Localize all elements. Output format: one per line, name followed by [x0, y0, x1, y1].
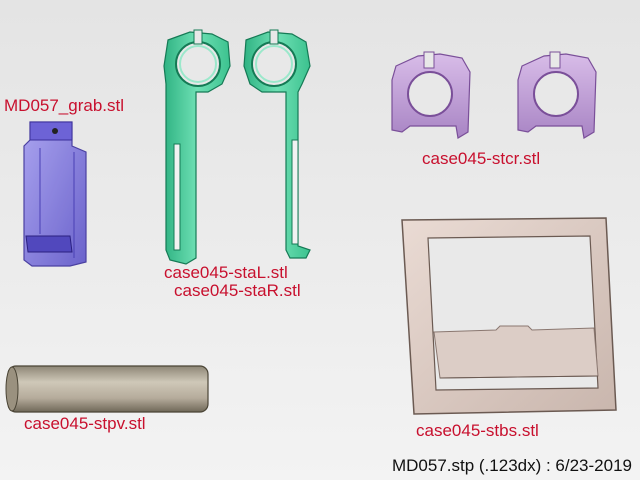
- label-stpv: case045-stpv.stl: [24, 414, 146, 433]
- label-staR: case045-staR.stl: [174, 281, 301, 300]
- staR-part: [243, 29, 311, 259]
- stpv-part: [5, 365, 209, 413]
- stcr-part-left: [391, 51, 471, 139]
- file-info-footer: MD057.stp (.123dx) : 6/23-2019: [391, 456, 632, 475]
- label-stbs: case045-stbs.stl: [416, 421, 539, 440]
- grab-part: [23, 121, 87, 267]
- staL-part: [163, 29, 231, 265]
- stbs-part: [401, 217, 617, 415]
- label-stcr: case045-stcr.stl: [422, 149, 541, 168]
- label-staL: case045-staL.stl: [164, 263, 288, 282]
- stcr-part-right: [517, 51, 597, 139]
- label-grab: MD057_grab.stl: [4, 96, 125, 115]
